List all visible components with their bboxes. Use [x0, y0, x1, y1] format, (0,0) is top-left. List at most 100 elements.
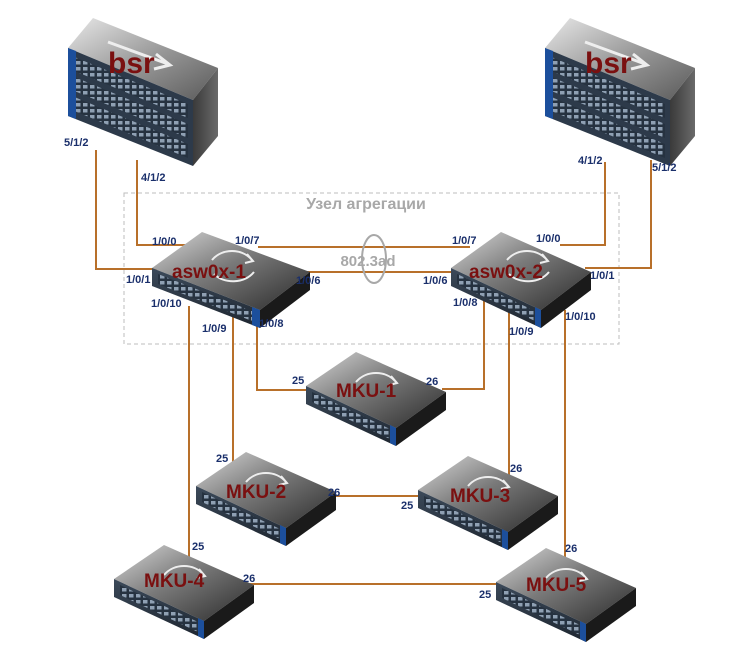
port-label: 1/0/8	[453, 297, 477, 309]
arrow-icon	[584, 40, 651, 71]
arrow-icon	[107, 40, 174, 71]
chassis-side	[193, 68, 218, 166]
switch-stripe	[535, 307, 541, 328]
switch-stripe	[502, 529, 508, 550]
port-label: 26	[328, 487, 340, 499]
arrows-icon	[506, 250, 550, 283]
chassis-stripe	[68, 48, 76, 119]
port-label: 4/1/2	[141, 172, 165, 184]
switch-ports	[158, 274, 252, 321]
switch-ports	[202, 492, 280, 539]
aggregation-group-title: Узел агрегации	[306, 196, 426, 213]
link-asw0x-1-mku-1	[256, 315, 306, 391]
chassis-slot-1	[549, 56, 665, 118]
switch-mku-2[interactable]: MKU-2	[196, 452, 336, 546]
switch-name: MKU-4	[144, 571, 205, 592]
lag-label: 802.3ad	[340, 253, 395, 270]
arrows-icon	[545, 568, 589, 582]
router-chassis-icon	[68, 18, 218, 100]
port-label: 1/0/1	[590, 270, 614, 282]
port-label: 5/1/2	[652, 162, 676, 174]
router-bsr-right[interactable]: bsr	[545, 18, 695, 166]
arrows-icon	[245, 472, 289, 486]
switch-icon	[418, 456, 558, 532]
router-chassis-icon	[545, 18, 695, 100]
port-label: 26	[565, 543, 577, 555]
arrows-icon	[211, 250, 255, 283]
links	[95, 150, 652, 585]
port-label: 1/0/0	[536, 233, 560, 245]
router-bsr-left[interactable]: bsr	[68, 18, 218, 166]
port-labels: 5/1/2 1/0/1 4/1/2 1/0/0 4/1/2 1/0/0 5/1/…	[64, 137, 676, 601]
switch-name: asw0x-2	[469, 262, 543, 283]
port-label: 1/0/8	[259, 318, 283, 330]
port-label: 1/0/9	[509, 326, 533, 338]
port-label: 26	[426, 376, 438, 388]
switch-stripe	[280, 525, 286, 546]
port-label: 26	[510, 463, 522, 475]
switch-stripe	[252, 307, 260, 328]
switch-side	[508, 496, 558, 550]
switch-icon	[114, 545, 254, 621]
port-label: 25	[216, 453, 228, 465]
switch-name: asw0x-1	[172, 262, 246, 283]
port-label: 1/0/7	[235, 235, 259, 247]
port-label: 25	[401, 500, 413, 512]
switch-side	[541, 272, 591, 328]
switch-mku-4[interactable]: MKU-4	[114, 545, 254, 639]
switch-side	[586, 588, 636, 642]
port-label: 25	[479, 589, 491, 601]
switch-name: MKU-2	[226, 482, 286, 503]
port-label: 26	[243, 573, 255, 585]
switch-ports	[120, 585, 198, 632]
chassis-slot-3	[72, 96, 188, 158]
chassis-slot-2	[72, 76, 188, 138]
switch-ports	[424, 496, 502, 543]
router-name: bsr	[585, 47, 632, 80]
switch-stripe	[390, 425, 396, 446]
switch-ports	[502, 588, 580, 635]
router-name: bsr	[108, 47, 155, 80]
switch-mku-3[interactable]: MKU-3	[418, 456, 558, 550]
arrows-icon	[467, 476, 511, 490]
link-bsr-left-asw0x-1-b	[136, 160, 198, 246]
port-label: 25	[292, 375, 304, 387]
switch-icon	[306, 352, 446, 428]
link-asw0x-2-mku-1	[442, 300, 485, 390]
port-label: 25	[192, 541, 204, 553]
switch-name: MKU-5	[526, 575, 587, 596]
switch-name: MKU-3	[450, 486, 510, 507]
link-bsr-right-asw0x-2-a	[560, 162, 606, 246]
switch-asw0x-1[interactable]: asw0x-1	[152, 232, 310, 328]
arrows-icon	[163, 565, 207, 579]
chassis-slot-3	[549, 96, 665, 158]
switch-asw0x-2[interactable]: asw0x-2	[451, 232, 591, 328]
switch-mku-5[interactable]: MKU-5	[496, 548, 636, 642]
layer3-switch-icon	[152, 232, 310, 310]
port-label: 1/0/6	[296, 275, 320, 287]
lag-ellipse	[361, 234, 387, 284]
switch-ports	[457, 274, 535, 321]
port-label: 1/0/1	[126, 274, 150, 286]
switch-icon	[496, 548, 636, 624]
port-label: 4/1/2	[578, 155, 602, 167]
chassis-stripe	[545, 48, 553, 119]
port-label: 1/0/10	[151, 298, 182, 310]
link-bsr-right-asw0x-2-b	[585, 160, 652, 269]
switch-ports	[312, 392, 390, 439]
switch-mku-1[interactable]: MKU-1	[306, 352, 446, 446]
chassis-slot-1	[72, 56, 188, 118]
chassis-slot-2	[549, 76, 665, 138]
layer3-switch-icon	[451, 232, 591, 310]
port-label: 5/1/2	[64, 137, 88, 149]
arrows-icon	[355, 372, 399, 386]
port-label: 1/0/6	[423, 275, 447, 287]
switch-side	[286, 492, 336, 546]
switch-side	[204, 585, 254, 639]
chassis-side	[670, 68, 695, 166]
port-label: 1/0/0	[152, 236, 176, 248]
switch-side	[396, 392, 446, 446]
port-label: 1/0/7	[452, 235, 476, 247]
switch-side	[260, 272, 310, 328]
